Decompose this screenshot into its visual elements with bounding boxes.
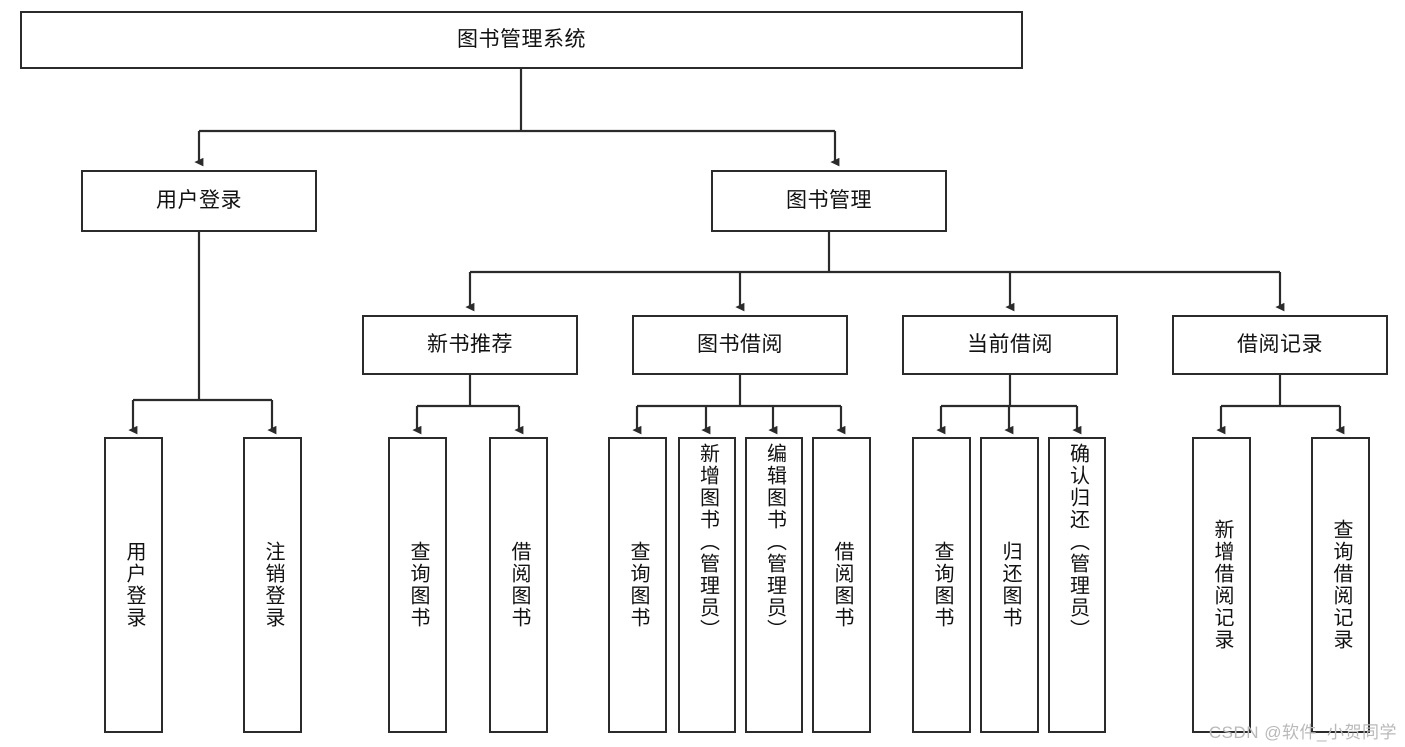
- node-user-login-label: 用户登录: [156, 189, 242, 213]
- node-leaf-edit-book-label: 编辑图书（管理员）: [763, 443, 786, 641]
- node-leaf-user-logout[interactable]: 注销登录: [243, 437, 302, 733]
- node-book-manage[interactable]: 图书管理: [711, 170, 947, 232]
- node-leaf-borrow-book-1-label: 借阅图书: [508, 541, 530, 629]
- watermark-text: CSDN @软件_小贺同学: [1208, 723, 1397, 742]
- node-root-label: 图书管理系统: [457, 28, 586, 52]
- node-leaf-user-login[interactable]: 用户登录: [104, 437, 163, 733]
- node-leaf-borrow-book-2[interactable]: 借阅图书: [812, 437, 871, 733]
- node-leaf-add-book-label: 新增图书（管理员）: [696, 443, 719, 641]
- node-new-book-recommend[interactable]: 新书推荐: [362, 315, 578, 375]
- node-current-borrow[interactable]: 当前借阅: [902, 315, 1118, 375]
- node-root[interactable]: 图书管理系统: [20, 11, 1023, 69]
- node-leaf-add-record[interactable]: 新增借阅记录: [1192, 437, 1251, 733]
- node-leaf-return-book[interactable]: 归还图书: [980, 437, 1039, 733]
- node-borrow-record-label: 借阅记录: [1237, 333, 1323, 357]
- node-book-borrow-label: 图书借阅: [697, 333, 783, 357]
- node-book-manage-label: 图书管理: [786, 189, 872, 213]
- node-leaf-query-book-1[interactable]: 查询图书: [388, 437, 447, 733]
- node-leaf-query-book-1-label: 查询图书: [407, 541, 429, 629]
- node-leaf-query-book-3-label: 查询图书: [931, 541, 953, 629]
- node-user-login[interactable]: 用户登录: [81, 170, 317, 232]
- node-leaf-confirm-return-label: 确认归还（管理员）: [1066, 443, 1089, 641]
- node-leaf-confirm-return[interactable]: 确认归还（管理员）: [1048, 437, 1106, 733]
- node-leaf-user-logout-label: 注销登录: [262, 541, 284, 629]
- node-leaf-query-book-3[interactable]: 查询图书: [912, 437, 971, 733]
- node-leaf-query-book-2[interactable]: 查询图书: [608, 437, 667, 733]
- node-leaf-user-login-label: 用户登录: [123, 541, 145, 629]
- node-leaf-query-book-2-label: 查询图书: [627, 541, 649, 629]
- node-leaf-add-book[interactable]: 新增图书（管理员）: [678, 437, 736, 733]
- node-leaf-borrow-book-2-label: 借阅图书: [831, 541, 853, 629]
- node-new-book-recommend-label: 新书推荐: [427, 333, 513, 357]
- node-leaf-borrow-book-1[interactable]: 借阅图书: [489, 437, 548, 733]
- node-book-borrow[interactable]: 图书借阅: [632, 315, 848, 375]
- node-current-borrow-label: 当前借阅: [967, 333, 1053, 357]
- node-borrow-record[interactable]: 借阅记录: [1172, 315, 1388, 375]
- node-leaf-add-record-label: 新增借阅记录: [1211, 519, 1233, 651]
- node-leaf-query-record[interactable]: 查询借阅记录: [1311, 437, 1370, 733]
- node-leaf-query-record-label: 查询借阅记录: [1330, 519, 1352, 651]
- node-leaf-edit-book[interactable]: 编辑图书（管理员）: [745, 437, 803, 733]
- node-leaf-return-book-label: 归还图书: [999, 541, 1021, 629]
